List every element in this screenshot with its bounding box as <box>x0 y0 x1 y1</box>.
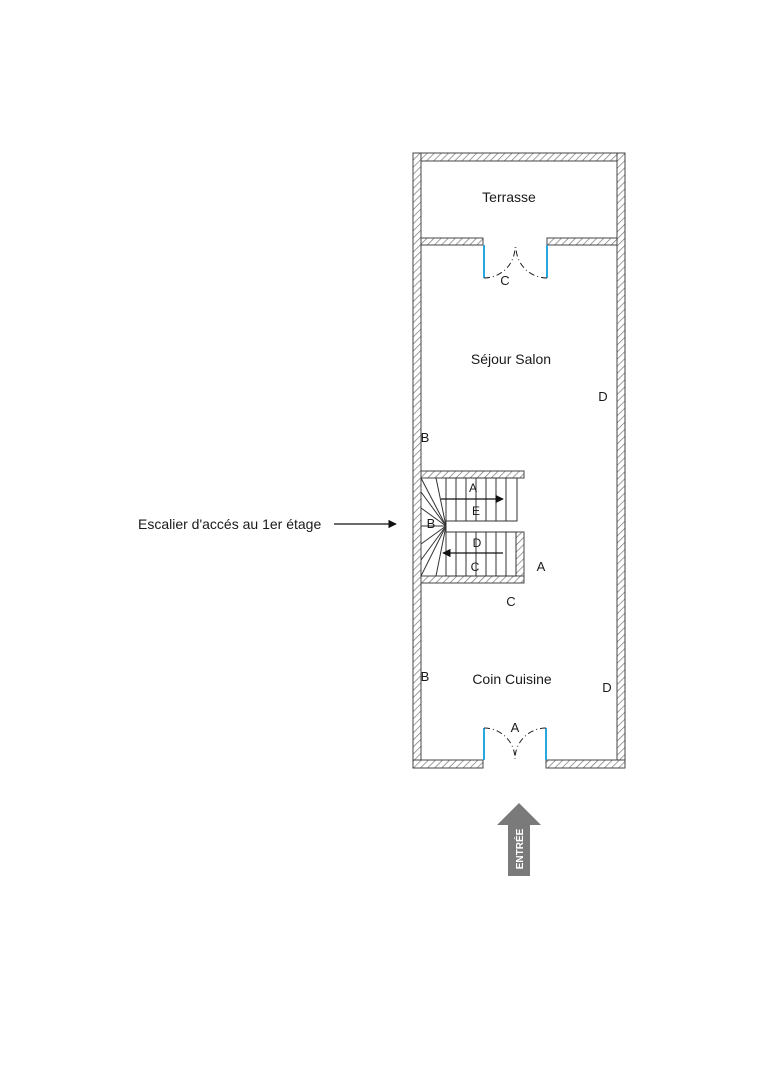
outer-walls <box>412 152 626 769</box>
wall-label-stair-top-e: E <box>472 504 480 518</box>
wall-label-stair-left: B <box>427 516 436 531</box>
wall-label-stair-bottom-d: D <box>473 536 482 550</box>
staircase <box>420 470 525 584</box>
entrance-label: ENTRÉE <box>513 828 526 869</box>
wall-label-sejour-right: D <box>598 389 607 404</box>
wall-label-cuisine-left: B <box>421 669 430 684</box>
terrasse-door <box>483 245 548 279</box>
wall-label-stair-right-a: A <box>537 559 546 574</box>
wall-label-terrasse-door: C <box>500 273 509 288</box>
room-label-terrasse: Terrasse <box>482 189 536 205</box>
wall-label-stair-bottom-c: C <box>471 560 480 574</box>
wall-label-entry-door: A <box>511 720 520 735</box>
wall-label-cuisine-right: D <box>602 680 611 695</box>
wall-label-stair-below-c: C <box>506 594 515 609</box>
entry-door <box>483 727 547 760</box>
wall-label-stair-top-a: A <box>469 481 477 495</box>
room-label-cuisine: Coin Cuisine <box>472 671 552 687</box>
wall-label-sejour-left: B <box>421 430 430 445</box>
entrance-arrow-icon <box>497 803 541 876</box>
room-label-sejour: Séjour Salon <box>471 351 551 367</box>
terrasse-partition-wall <box>420 237 618 246</box>
stairs-annotation: Escalier d'accés au 1er étage <box>138 516 321 532</box>
